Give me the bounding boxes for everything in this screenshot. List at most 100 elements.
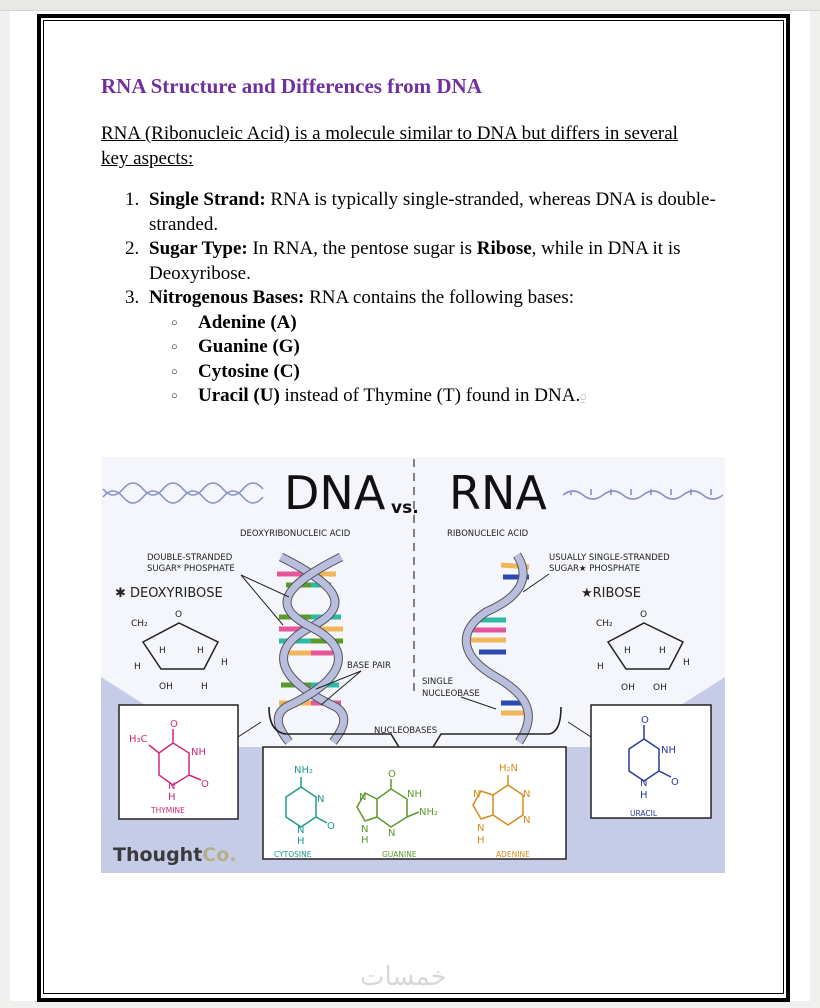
logo-text-accent: Co. [202,844,236,866]
atom-label: H [640,790,648,801]
list-number: 2. [125,238,140,259]
toolbar-strip [0,0,820,11]
nucleobases-box [262,746,567,860]
page-border-outer [37,14,790,1002]
atom-label: O [201,779,209,790]
atom-label: H [159,646,166,656]
cytosine-labels: NH₂ N O N H CYTOSINE [274,765,335,859]
list-number: 1. [125,189,140,210]
rna-strand-label: USUALLY SINGLE-STRANDED [549,553,670,563]
atom-label: OH [159,682,173,692]
dna-heading: DNA [284,466,386,520]
atom-label: N [523,815,530,826]
document-title: RNA Structure and Differences from DNA [101,74,482,98]
cytosine-structure [285,777,328,828]
base-label: Adenine (A) [198,311,297,333]
atom-label: H [683,658,690,668]
thymine-box [118,704,239,820]
atom-label: N [473,789,480,800]
thymine-structure [148,729,202,786]
atom-label: H [659,646,666,656]
base-label: Uracil (U) [198,385,280,406]
guanine-structure [356,779,420,828]
atom-label: O [388,769,396,780]
list-item-text: RNA is typically single-stranded, wherea… [149,189,716,235]
page-border-inner [43,20,784,994]
list-item-label: Sugar Type: [149,238,248,259]
list-item-text: In RNA, the pentose sugar is [247,238,477,259]
atom-label: O [640,610,647,620]
dna-double-helix [273,552,349,745]
logo-text: Thought [113,844,202,866]
pointer-line [522,573,550,593]
atom-label: H₂N [499,763,518,774]
atom-label: CH₂ [596,619,613,629]
atom-label: N [477,823,484,834]
list-number: 3. [125,287,140,308]
uracil-structure [628,725,672,782]
atom-label: H [197,646,204,656]
paragraph-mark-icon: ⍜ [580,393,587,404]
base-item: ○ Cytosine (C) [101,360,721,385]
atom-label: NH [191,747,206,758]
atom-label: N [317,794,324,805]
guanine-labels: O NH NH₂ N N N H GUANINE [359,769,438,859]
atom-label: O [641,715,649,726]
bullet-icon: ○ [171,316,178,329]
atom-label: CH₂ [131,619,148,629]
adenine-structure [472,775,524,826]
base-text: instead of Thymine (T) found in DNA. [279,385,581,406]
rna-single-helix [461,552,533,745]
list-item: 3. Nitrogenous Bases: RNA contains the fo… [101,286,721,311]
atom-label: H [201,682,208,692]
atom-label: OH [653,683,667,693]
list-item-text: RNA contains the following bases: [304,287,575,308]
dna-strand-label: DOUBLE-STRANDED [147,553,233,563]
dna-strand-label-2: SUGAR* PHOSPHATE [147,564,235,574]
ribose-structure: O CH₂ H H H H OH OH [596,610,690,693]
atom-label: H [134,662,141,672]
atom-label: NH [661,745,676,756]
watermark: خمسات [360,962,447,992]
atom-label: H [168,792,176,803]
thymine-labels: O H₃C NH O N H THYMINE [129,719,209,815]
atom-label: H [361,835,369,846]
atom-label: N [361,824,368,835]
atom-label: H [597,662,604,672]
uracil-label: URACIL [630,809,658,818]
base-label: Guanine (G) [198,336,300,357]
list-item: 1. Single Strand: RNA is typically single… [101,188,721,237]
list-item-label: Single Strand: [149,189,266,210]
deoxyribose-label: ✱ DEOXYRIBOSE [115,586,223,601]
dna-vs-rna-infographic: DNA vs. RNA DEOXYRIBONUCLEIC ACID RIBONU… [101,457,725,873]
pointer-line [315,670,362,690]
differences-list: 1. Single Strand: RNA is typically single… [101,188,721,412]
atom-label: NH [407,789,422,800]
atom-label: H [624,646,631,656]
atom-label: O [327,821,335,832]
bullet-icon: ○ [171,390,178,402]
rna-heading: RNA [449,466,547,520]
deoxyribose-structure: O CH₂ H H H H OH H [131,610,228,692]
list-item: 2. Sugar Type: In RNA, the pentose sugar … [101,237,721,286]
base-item: ○Guanine (G) [101,335,721,360]
base-item: ○ Adenine (A) [101,311,721,336]
list-item-label: Nitrogenous Bases: [149,287,305,308]
dna-helix-banner-icon [102,482,264,504]
base-item: ○ Uracil (U) instead of Thymine (T) found… [101,384,721,412]
bullet-icon: ○ [171,365,178,378]
atom-label: N [388,828,395,839]
atom-label: H [477,835,485,846]
dna-full-name: DEOXYRIBONUCLEIC ACID [240,529,351,539]
base-label: Cytosine (C) [198,360,300,382]
nucleobases-label: NUCLEOBASES [374,726,437,736]
atom-label: H₃C [129,734,148,745]
atom-label: H [221,658,228,668]
intro-paragraph: RNA (Ribonucleic Acid) is a molecule sim… [101,123,678,169]
atom-label: NH₂ [294,765,313,776]
pointer-line [240,574,284,626]
pointer-line [237,721,262,738]
rna-helix-banner-icon [562,489,724,500]
atom-label: H [297,836,305,847]
thymine-label: THYMINE [150,806,185,815]
